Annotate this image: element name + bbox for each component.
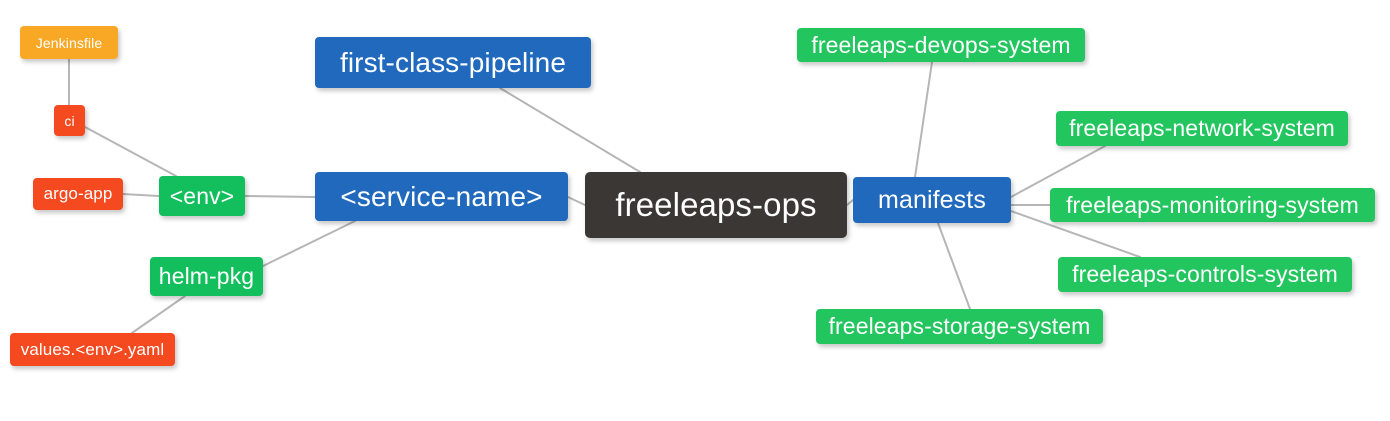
mindmap-node-manifests[interactable]: manifests	[853, 177, 1011, 223]
mindmap-node-service-name[interactable]: <service-name>	[315, 172, 568, 221]
mindmap-node-helm-pkg[interactable]: helm-pkg	[150, 257, 263, 296]
mindmap-node-values-env-yaml[interactable]: values.<env>.yaml	[10, 333, 175, 366]
mindmap-node-argo-app[interactable]: argo-app	[33, 178, 123, 210]
mindmap-node-freeleaps-ops[interactable]: freeleaps-ops	[585, 172, 847, 238]
mindmap-node-first-class-pipeline[interactable]: first-class-pipeline	[315, 37, 591, 88]
mindmap-node-freeleaps-controls-system[interactable]: freeleaps-controls-system	[1058, 257, 1352, 292]
edge-helm-pkg-to-values-env-yaml	[131, 295, 186, 334]
edge-env-to-argo-app	[122, 193, 160, 197]
edge-freeleaps-ops-to-service-name	[567, 196, 586, 206]
mindmap-node-env[interactable]: <env>	[159, 176, 245, 216]
mindmap-node-freeleaps-devops-system[interactable]: freeleaps-devops-system	[797, 28, 1085, 62]
mindmap-node-jenkinsfile[interactable]: Jenkinsfile	[20, 26, 118, 59]
edge-freeleaps-ops-to-first-class-pipeline	[499, 87, 641, 173]
edge-service-name-to-helm-pkg	[262, 220, 356, 267]
mindmap-node-freeleaps-monitoring-system[interactable]: freeleaps-monitoring-system	[1050, 188, 1375, 222]
mindmap-node-ci[interactable]: ci	[54, 105, 85, 136]
edge-service-name-to-env	[244, 195, 316, 198]
edge-manifests-to-freeleaps-devops-system	[914, 61, 933, 178]
edge-env-to-ci	[84, 126, 177, 177]
edge-manifests-to-freeleaps-storage-system	[937, 222, 971, 310]
mindmap-node-freeleaps-storage-system[interactable]: freeleaps-storage-system	[816, 309, 1103, 344]
mindmap-node-freeleaps-network-system[interactable]: freeleaps-network-system	[1056, 111, 1348, 146]
